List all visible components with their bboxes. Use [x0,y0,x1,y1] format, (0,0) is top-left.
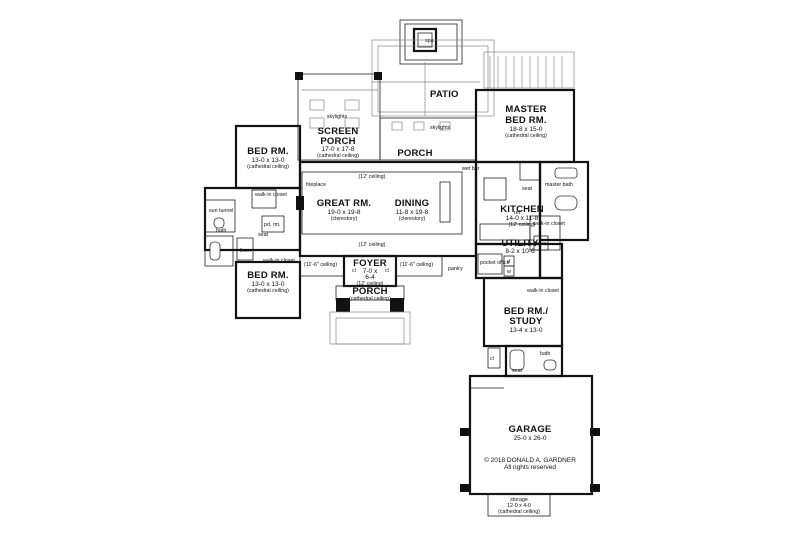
ceiling-11-right: (11'-6" ceiling) [400,262,433,268]
bed-left-top-note: (cathedral ceiling) [247,164,289,170]
w-label: w [507,269,511,275]
great-rm-size: 19-0 x 19-8 [328,209,361,216]
foyer-note: (12' ceiling) [357,281,384,287]
utility-label: UTILITY [501,238,539,249]
storage-note: (cathedral ceiling) [498,509,540,515]
spa-label: spa [425,38,434,44]
garage: GARAGE 25-0 x 26-0 © 2018 DONALD A. GARD… [460,374,600,517]
screen-porch: skylights SCREEN PORCH 17-0 x 17-8 (cath… [295,72,382,161]
rear-porch-label: PORCH [397,148,432,159]
skylights-left-label: skylights [327,114,348,120]
kitchen-label: KITCHEN [500,204,544,215]
storage-label: storage [510,497,528,503]
kitchen-size: 14-0 x 11-8 [506,215,539,222]
bed-study-line2: STUDY [509,316,543,327]
walkin-left-label: walk-in closet [255,192,287,198]
foyer-size1: 7-0 x [363,268,378,275]
left-wing: BED RM. 13-0 x 13-0 (cathedral ceiling) … [203,124,302,320]
master-bed-size: 18-8 x 15-0 [510,126,543,133]
seat-master-label: seat [522,186,533,192]
patio-outline: PATIO [371,39,575,117]
entry: (11'-6" ceiling) FOYER 7-0 x 6-4 (12' ce… [299,254,463,345]
copyright-line2: All rights reserved [504,464,556,471]
bed-study-line1: BED RM./ [504,306,549,317]
bath-left-label: bath [216,228,226,234]
bath-right-label: bath [540,351,550,357]
rear-porch: skylights PORCH [379,117,477,161]
master-bath-label: master bath [545,182,573,188]
linen-left-label: linen [240,248,251,254]
bed-left-bottom-note: (cathedral ceiling) [247,288,289,294]
pantry-label: pantry [448,266,463,272]
dining-note: (clerestory) [399,216,426,222]
utility-size: 8-2 x 10-6 [505,248,535,255]
fireplace-label: fireplace [306,182,326,188]
bed-left-bottom-size: 13-0 x 13-0 [252,281,285,288]
master-bed-note: (cathedral ceiling) [505,133,547,139]
great-rm-note: (clerestory) [331,216,358,222]
dining-label: DINING [395,198,429,209]
bed-left-bottom-label: BED RM. [247,270,289,281]
master-bed-line1: MASTER [505,104,546,115]
skylights-right-label: skylights [430,125,451,131]
patio-label: PATIO [430,89,459,100]
wet-bar-label: wet bar [462,166,480,172]
screen-porch-note: (cathedral ceiling) [317,153,359,159]
ref-label: ref [514,210,521,216]
foyer-label: FOYER [353,258,387,269]
dining-size: 11-8 x 19-8 [396,209,429,216]
cl-study-label: cl [490,356,494,362]
cl-foyer-left: cl [352,268,356,274]
seat-right-label: seat [512,368,523,374]
garage-label: GARAGE [509,424,552,435]
kitchen-note: (12' ceiling) [509,222,536,228]
sun-tunnel-label: sun tunnel [209,208,233,214]
ceiling-11-left: (11'-6" ceiling) [304,262,337,268]
screen-porch-line1: SCREEN [318,126,359,137]
ceiling-12-bottom: (12' ceiling) [359,242,386,248]
front-porch-note: (cathedral ceiling) [349,296,391,302]
pd-rm-label: pd. rm. [264,222,280,228]
bed-left-top-size: 13-0 x 13-0 [252,157,285,164]
d-label: d [507,259,510,265]
ceiling-12-top: (12' ceiling) [359,174,386,180]
walkin-study-label: walk-in closet [527,288,559,294]
spa-structure: spa [399,19,463,65]
master-bed-line2: BED RM. [505,115,547,126]
garage-size: 25-0 x 26-0 [514,435,547,442]
storage-size: 12-0 x 4-0 [507,503,531,509]
east-wing: pocket office d w UTILITY 8-2 x 10-6 lin… [474,235,564,378]
great-rm-label: GREAT RM. [317,198,371,209]
bed-left-top-label: BED RM. [247,146,289,157]
screen-porch-line2: PORCH [320,136,355,147]
copyright-line1: © 2018 DONALD A. GARDNER [484,456,576,464]
pocket-office-label: pocket office [480,260,510,266]
seat-left-label: seat [258,232,269,238]
foyer-size2: 6-4 [365,274,375,281]
cl-foyer-right: cl [385,268,389,274]
screen-porch-size: 17-0 x 17-8 [322,146,355,153]
master-suite: MASTER BED RM. 18-8 x 15-0 (cathedral ce… [462,88,590,251]
walkin-master-label: walk-in closet [533,221,565,227]
front-porch-label: PORCH [352,286,387,297]
bed-study-size: 13-4 x 13-0 [510,327,543,334]
